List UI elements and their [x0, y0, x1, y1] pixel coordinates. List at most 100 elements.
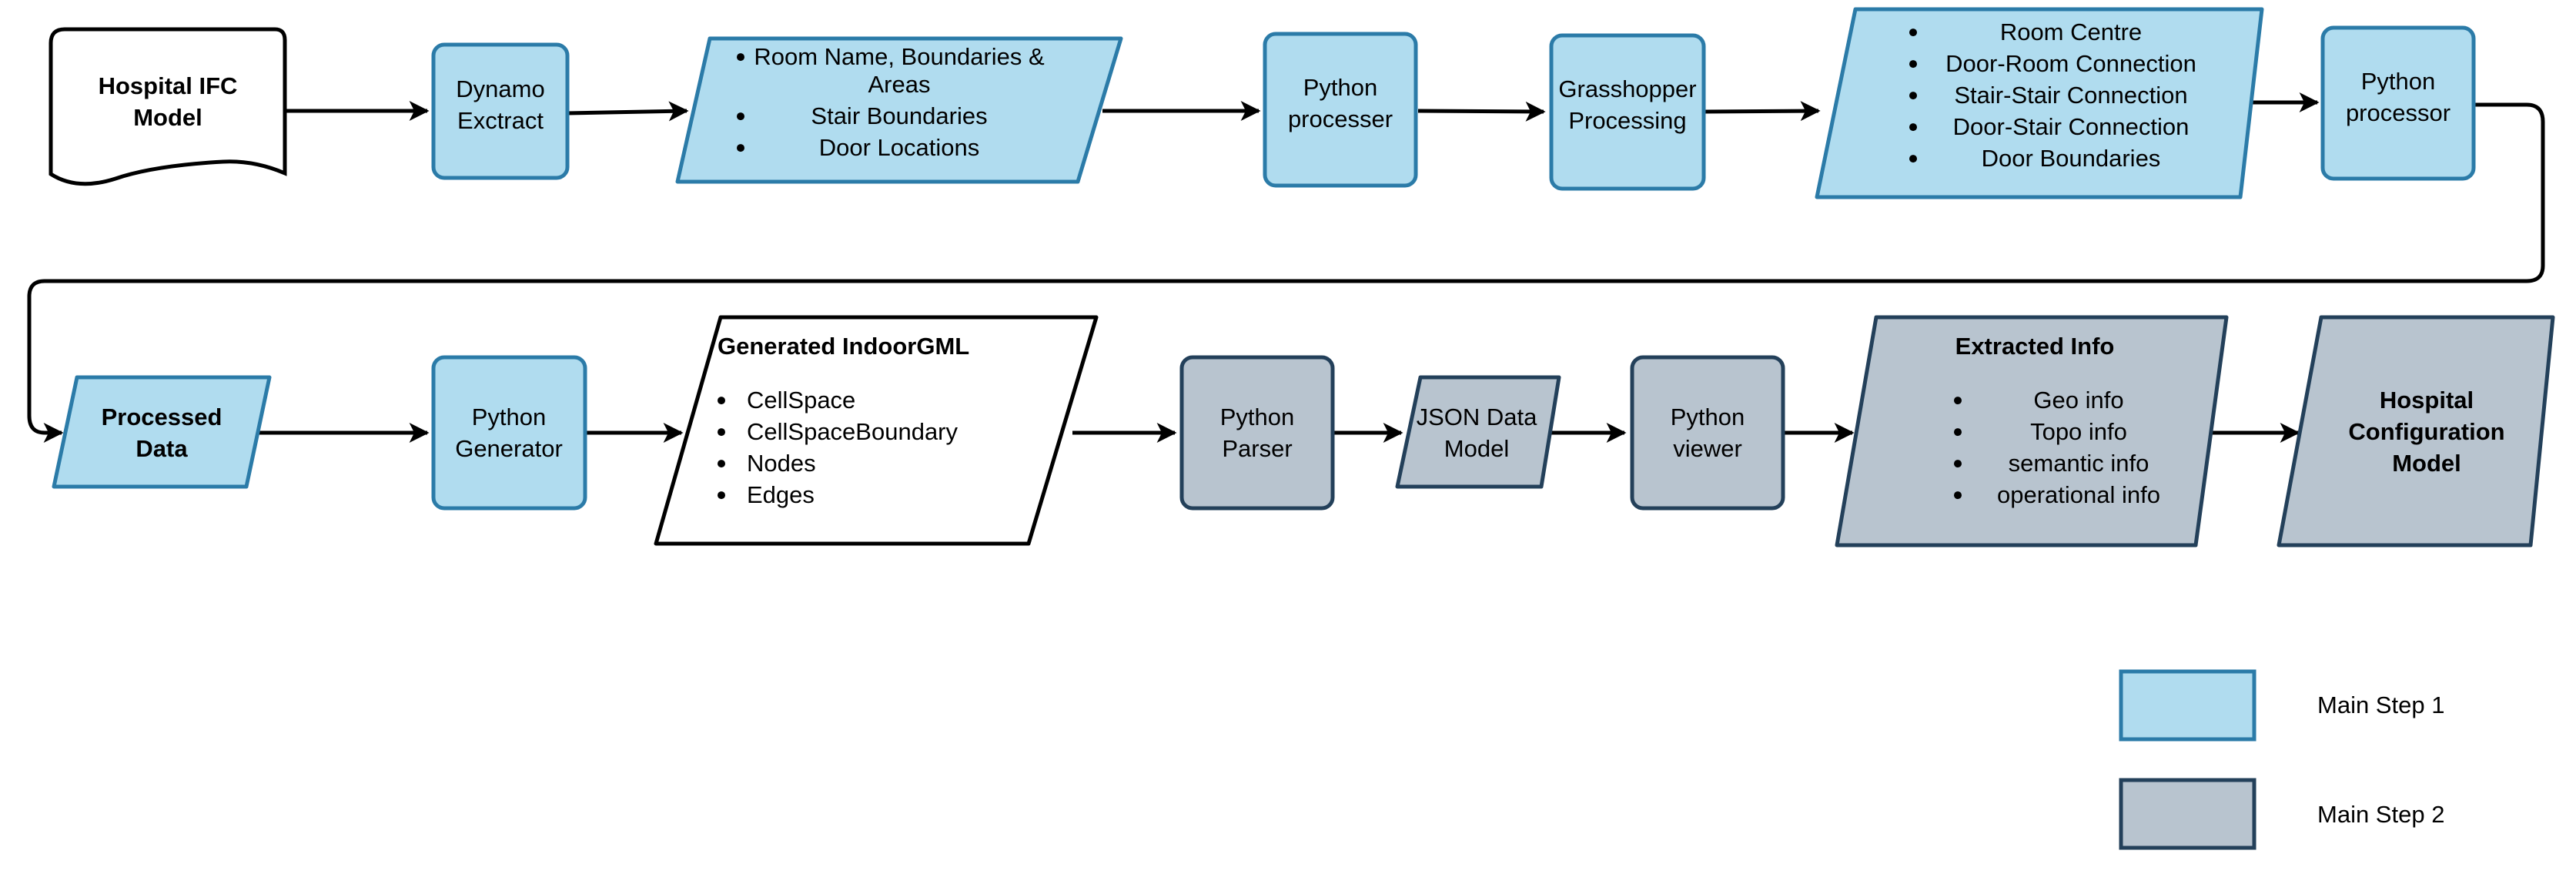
label-line: Model	[133, 104, 202, 131]
node-label: Hospital IFC Model	[99, 72, 238, 131]
bullet-item-text: semantic info	[2009, 450, 2149, 477]
legend-label-step2: Main Step 2	[2317, 801, 2444, 828]
process-box	[1179, 355, 1335, 511]
bullet-item-text: Door-Stair Connection	[1953, 113, 2190, 140]
bullet-dot	[737, 112, 744, 121]
node-hospital-ifc-model: Hospital IFC Model	[49, 27, 287, 186]
bullet-dot	[1909, 60, 1917, 69]
label-line: Grasshopper	[1558, 75, 1696, 102]
bullet-item-text: Geo info	[2033, 387, 2123, 414]
bullet-item-text: Stair Boundaries	[811, 102, 987, 129]
label-line: JSON Data	[1417, 404, 1538, 430]
label-line: processer	[1288, 105, 1393, 132]
bullet-item-text: CellSpaceBoundary	[747, 418, 958, 445]
label-line: Exctract	[457, 107, 544, 134]
node-generated-indoorgml: Generated IndoorGML CellSpaceCellSpaceBo…	[654, 315, 1099, 546]
bullet-item-text: operational info	[1997, 481, 2160, 508]
process-box	[431, 42, 570, 180]
legend-swatch-step1	[2119, 669, 2257, 742]
label-line: Hospital IFC	[99, 72, 238, 99]
bullet-item-text: Room Name, Boundaries &	[754, 43, 1045, 70]
bullet-item-text: Door-Room Connection	[1945, 50, 2196, 77]
label-line: processor	[2346, 99, 2451, 126]
bullet-dot	[737, 144, 744, 152]
edge-grasshopper-to-connections	[1704, 101, 1821, 122]
bullet-dot	[1954, 460, 1962, 468]
legend-label-step1: Main Step 1	[2317, 691, 2444, 718]
bullet-item-text: Stair-Stair Connection	[1954, 82, 2187, 109]
bullet-item-text: Areas	[868, 71, 931, 98]
label-line: Parser	[1222, 435, 1292, 462]
node-python-viewer: Python viewer	[1630, 355, 1785, 511]
bullet-dot	[1954, 397, 1962, 405]
bullet-item-text: CellSpace	[747, 387, 855, 414]
bullet-item-text: Door Locations	[819, 134, 980, 161]
label-line: Python	[1303, 74, 1378, 101]
bullet-dot	[718, 428, 725, 437]
document-shape	[49, 27, 287, 186]
bullet-dot	[1909, 28, 1917, 37]
edges	[27, 92, 2545, 443]
label-line: Generator	[455, 435, 563, 462]
process-box	[1549, 33, 1706, 191]
bullet-item-text: Edges	[747, 481, 815, 508]
label-line: Processing	[1568, 107, 1686, 134]
data-shape	[52, 375, 272, 489]
bullet-item-text: Room Centre	[2000, 18, 2142, 45]
node-python-processor: Python processor	[2320, 25, 2476, 181]
node-label: Python viewer	[1671, 404, 1745, 462]
label-line: Python	[1220, 404, 1295, 430]
process-box	[1630, 355, 1785, 511]
process-box	[1263, 32, 1418, 188]
data-shape	[675, 36, 1123, 184]
label-line: Dynamo	[456, 75, 544, 102]
bullet-item-text: Door Boundaries	[1982, 145, 2161, 172]
process-box	[2320, 25, 2476, 181]
node-label: Python processor	[2346, 68, 2451, 126]
bullet-dot	[718, 460, 725, 468]
data-shape	[1835, 315, 2229, 548]
node-python-processer: Python processer	[1263, 32, 1418, 188]
node-label: Python processer	[1288, 74, 1393, 132]
label-line: Hospital	[2380, 387, 2474, 414]
label-line: viewer	[1673, 435, 1742, 462]
edge-dynamo-to-room-data	[567, 101, 689, 122]
bullet-dot	[718, 491, 725, 500]
data-shape	[654, 315, 1099, 546]
edge-python-processer-to-grasshopper	[1417, 101, 1546, 122]
label-line: Configuration	[2348, 418, 2504, 445]
label-line: Data	[135, 435, 188, 462]
bullet-item-text: Topo info	[2030, 418, 2127, 445]
label-line: Python	[472, 404, 547, 430]
bullet-dot	[737, 53, 744, 62]
label-line: Model	[2392, 450, 2461, 477]
data-shape	[1815, 7, 2264, 199]
bullet-dot	[1909, 123, 1917, 132]
data-shape	[2277, 315, 2555, 548]
label-line: Processed	[102, 404, 222, 430]
label-line: Python	[2361, 68, 2436, 95]
label-line: Python	[1671, 404, 1745, 430]
legend: Main Step 1 Main Step 2	[2119, 669, 2444, 850]
bullet-dot	[1909, 155, 1917, 163]
label-line: Model	[1444, 435, 1509, 462]
bullet-dot	[718, 397, 725, 405]
